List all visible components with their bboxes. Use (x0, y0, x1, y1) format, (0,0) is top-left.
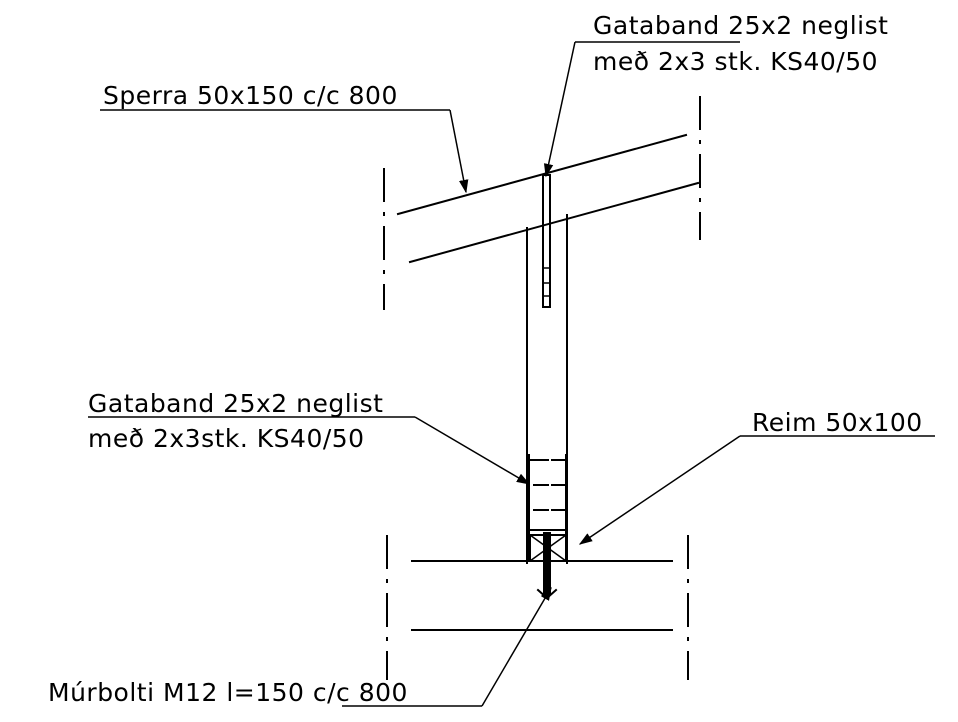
label-mid-strap-line2: með 2x3stk. KS40/50 (88, 424, 365, 453)
label-top-strap-line2: með 2x3 stk. KS40/50 (593, 47, 878, 76)
top-strap (542, 174, 551, 308)
label-plate: Reim 50x100 (752, 408, 923, 437)
rafter (396, 133, 700, 264)
leader-plate (578, 435, 935, 545)
leader-rafter (100, 109, 469, 194)
foundation (411, 560, 673, 631)
label-rafter: Sperra 50x150 c/c 800 (103, 81, 398, 110)
label-mid-strap-line1: Gataband 25x2 neglist (88, 389, 383, 418)
break-lines (383, 96, 701, 680)
leader-anchor-bolt (342, 586, 552, 707)
leader-mid-strap (88, 416, 531, 485)
leader-top-strap (543, 41, 740, 178)
label-top-strap-line1: Gataband 25x2 neglist (593, 11, 888, 40)
label-anchor-bolt: Múrbolti M12 l=150 c/c 800 (48, 678, 408, 707)
